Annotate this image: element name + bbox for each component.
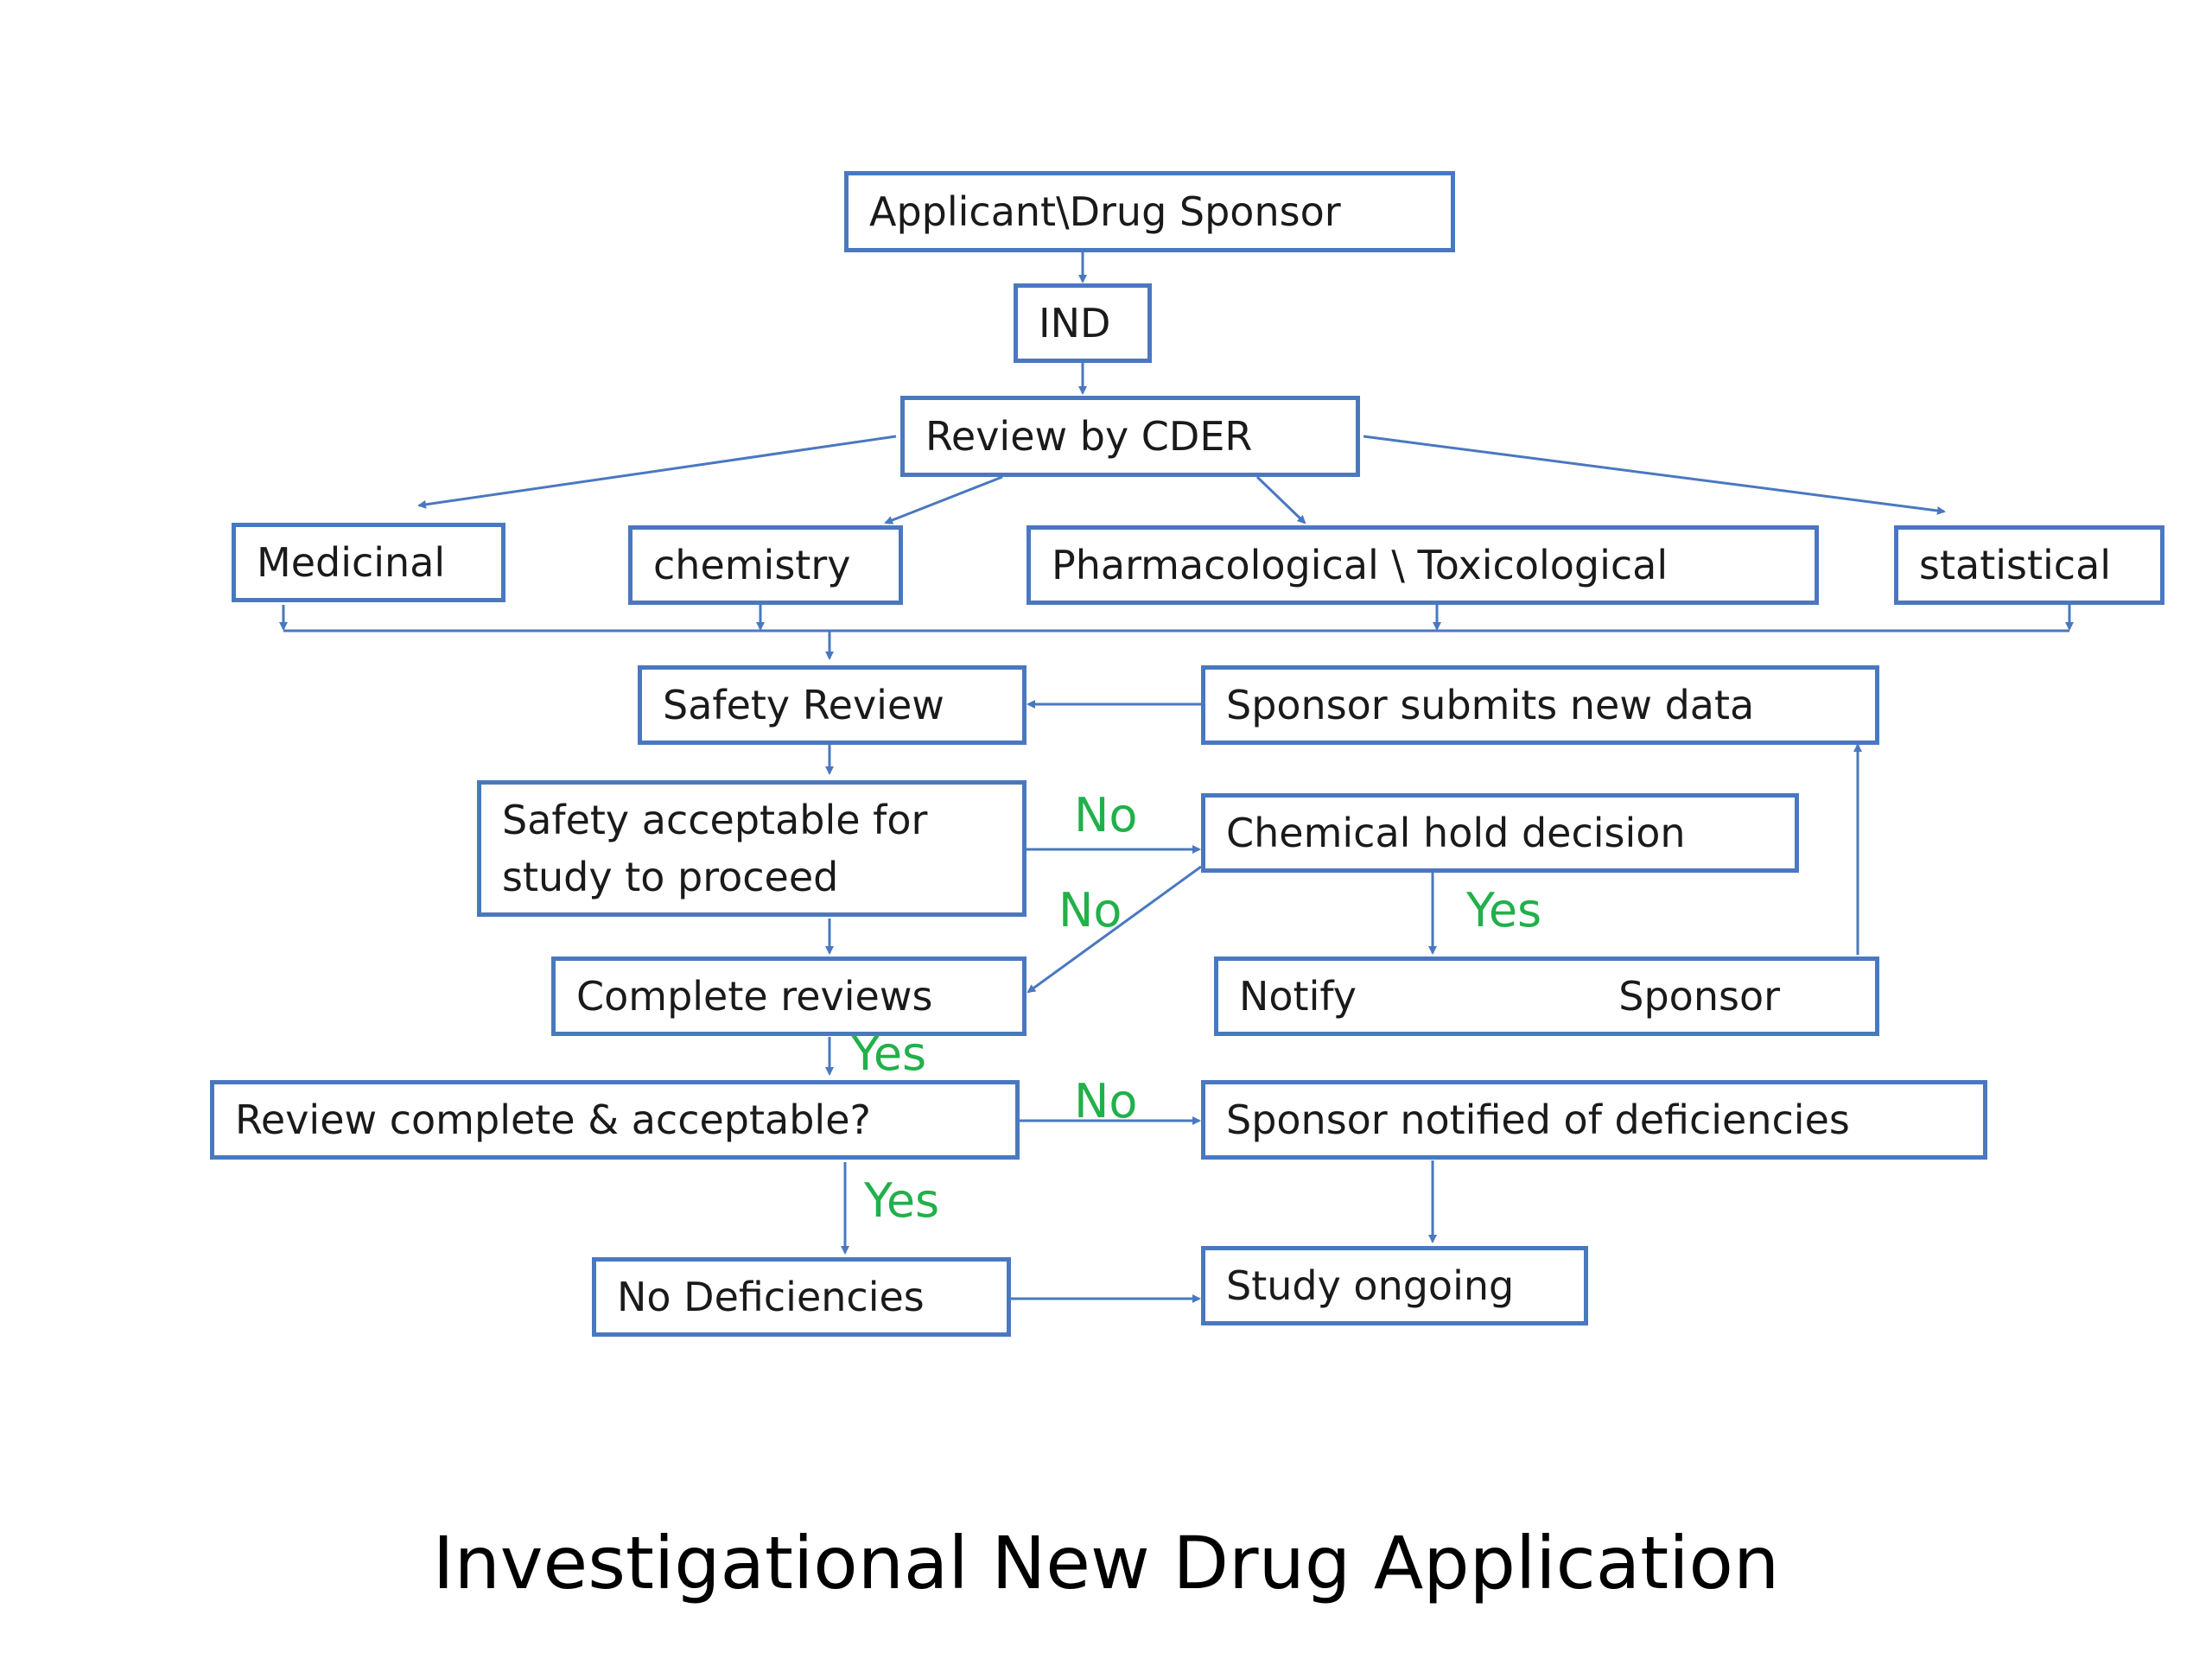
box-applicant-sponsor-label: Applicant\Drug Sponsor — [869, 188, 1341, 235]
box-safety-review-label: Safety Review — [663, 682, 944, 728]
label-no-review: No — [1074, 1074, 1138, 1128]
arrow-review-pharm — [1255, 475, 1306, 524]
box-review-cder: Review by CDER — [900, 396, 1360, 477]
label-yes-review: Yes — [864, 1173, 940, 1228]
box-complete-reviews-label: Complete reviews — [576, 973, 933, 1020]
arrow-review-statistical — [1363, 435, 1946, 515]
box-no-deficiencies: No Deficiencies — [592, 1257, 1011, 1337]
label-no-hold: No — [1058, 883, 1122, 938]
box-chemistry: chemistry — [628, 525, 903, 605]
box-study-ongoing: Study ongoing — [1201, 1246, 1588, 1325]
box-safety-acceptable-label: Safety acceptable for study to proceed — [502, 797, 928, 900]
box-safety-acceptable: Safety acceptable for study to proceed — [477, 780, 1027, 917]
notify-sponsor-label: Sponsor — [1618, 973, 1780, 1020]
box-medicinal-label: Medicinal — [257, 539, 446, 586]
label-yes-hold: Yes — [1466, 883, 1542, 938]
box-medicinal: Medicinal — [232, 523, 505, 602]
box-review-acceptable-label: Review complete & acceptable? — [235, 1096, 871, 1143]
label-yes-complete: Yes — [851, 1027, 927, 1081]
box-no-deficiencies-label: No Deficiencies — [617, 1274, 925, 1320]
box-applicant-sponsor: Applicant\Drug Sponsor — [844, 171, 1455, 252]
box-pharm-tox-label: Pharmacological \ Toxicological — [1052, 542, 1669, 588]
box-statistical-label: statistical — [1919, 542, 2112, 588]
notify-label: Notify — [1239, 973, 1357, 1020]
box-pharm-tox: Pharmacological \ Toxicological — [1027, 525, 1819, 605]
box-chemistry-label: chemistry — [653, 542, 851, 588]
label-no-safety: No — [1074, 788, 1138, 842]
diagram-caption: Investigational New Drug Application — [432, 1521, 1780, 1605]
box-new-data-label: Sponsor submits new data — [1226, 682, 1755, 728]
box-hold-decision-label: Chemical hold decision — [1226, 810, 1686, 856]
arrow-review-chemistry — [884, 475, 1003, 524]
box-study-ongoing-label: Study ongoing — [1226, 1262, 1515, 1309]
box-new-data: Sponsor submits new data — [1201, 665, 1879, 745]
box-review-cder-label: Review by CDER — [925, 413, 1253, 460]
box-statistical: statistical — [1894, 525, 2164, 605]
box-hold-decision: Chemical hold decision — [1201, 793, 1799, 873]
box-review-acceptable: Review complete & acceptable? — [210, 1080, 1020, 1160]
arrow-review-medicinal — [417, 435, 897, 509]
box-deficiencies-notified: Sponsor notified of deficiencies — [1201, 1080, 1987, 1160]
box-complete-reviews: Complete reviews — [551, 957, 1027, 1036]
box-ind: IND — [1014, 283, 1152, 363]
box-deficiencies-notified-label: Sponsor notified of deficiencies — [1226, 1096, 1850, 1143]
arrow-hold-complete — [1027, 865, 1202, 994]
box-ind-label: IND — [1039, 300, 1111, 346]
box-notify-sponsor-text: Notify Sponsor — [1218, 961, 1875, 1032]
box-notify-sponsor: Notify Sponsor — [1214, 957, 1879, 1036]
box-safety-review: Safety Review — [638, 665, 1027, 745]
